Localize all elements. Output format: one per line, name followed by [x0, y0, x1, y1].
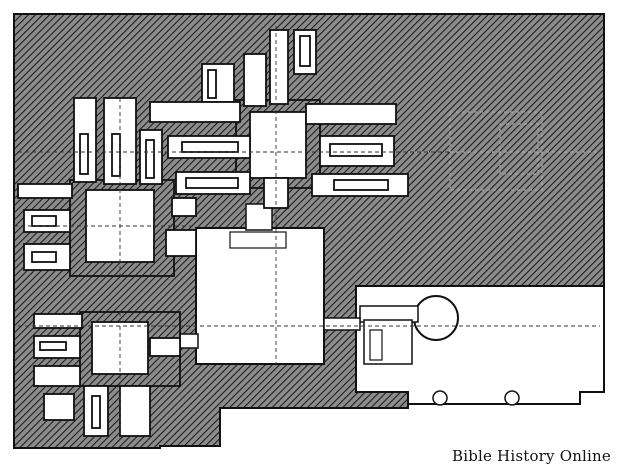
left-chamber-group: [17, 97, 197, 277]
central-hall: [179, 203, 361, 365]
watermark-text: Bible History Online: [451, 447, 611, 465]
round-chamber: [413, 295, 459, 341]
forecourt: [355, 285, 605, 406]
shaft-circle-2: [504, 390, 520, 406]
bottom-left-chamber-group: [33, 311, 181, 437]
axis-lines: [14, 26, 600, 440]
entrance-niche: [369, 329, 383, 361]
top-center-chamber-group: [149, 29, 409, 209]
shaft-circle-1: [432, 390, 448, 406]
